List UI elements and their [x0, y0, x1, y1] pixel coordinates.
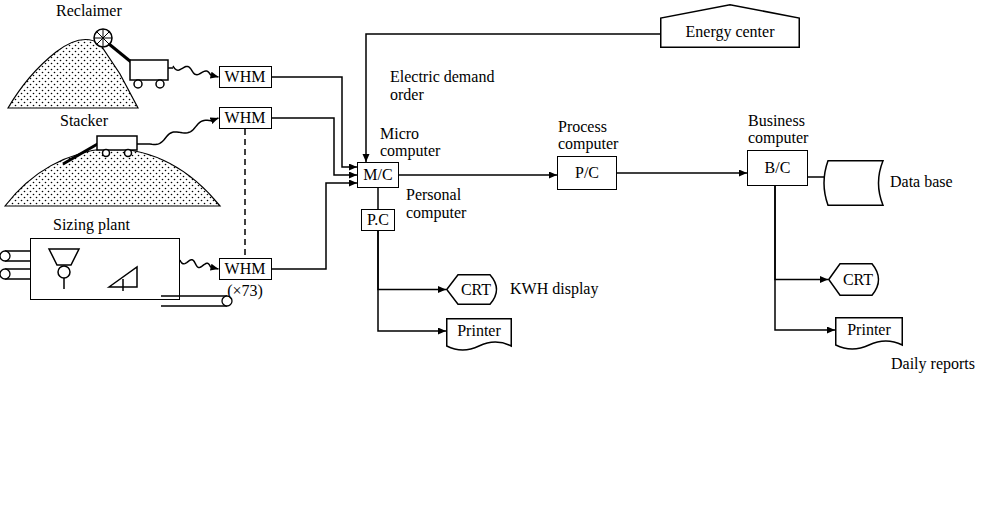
heading-label: Reclaimer [56, 2, 122, 20]
sizing-plant-box-drawing-part [122, 279, 124, 291]
sizing-plant-box-drawing-part [63, 278, 65, 289]
computer-box: Process computerP/C [557, 156, 617, 190]
reclaimer-illustration-drawing-part [156, 80, 164, 88]
signal-connector [244, 129, 246, 258]
label-holder: Printer [835, 317, 903, 351]
heading-label: Daily reports [891, 355, 975, 373]
node-label: Energy center [686, 23, 775, 41]
crt-display: CRTKWH display [446, 274, 502, 305]
printer-symbol-drawing-part [447, 319, 512, 350]
label-holder: Energy center [660, 4, 800, 48]
sizing-plant-box-drawing-part [0, 251, 10, 261]
sizing-plant-box-drawing-part [58, 266, 70, 278]
sizing-plant-box-drawing-part [161, 296, 227, 306]
reclaimer-illustration-drawing-part [8, 40, 138, 109]
printer-symbol-drawing-part [836, 318, 903, 349]
reclaimer-illustration-drawing-part [134, 80, 142, 88]
node-label: Printer [847, 321, 891, 339]
signal-connector [272, 183, 358, 269]
stacker-illustration-drawing-part [97, 136, 137, 150]
label-holder: B/C [748, 151, 807, 185]
database-symbol: Data base [822, 160, 884, 206]
node-label: M/C [363, 166, 392, 184]
reclaimer-illustration: Reclaimer [8, 2, 173, 110]
node-label: WHM [225, 68, 266, 86]
label-holder: CRT [446, 274, 502, 305]
label-holder: CRT [828, 263, 884, 296]
sizing-plant-box-drawing-part [0, 269, 10, 279]
signal-connector [775, 186, 835, 330]
computer-box: Personal computerP.C [361, 209, 395, 231]
energy-center-house-drawing-part [661, 5, 800, 48]
cable-connector [173, 66, 219, 77]
heading-label: (×73) [227, 282, 263, 300]
signal-connector [775, 186, 828, 280]
sizing-plant-box-drawing-part [49, 249, 79, 265]
label-holder: P/C [558, 157, 616, 189]
heading-label: Stacker [60, 112, 108, 130]
signal-connector [378, 231, 446, 290]
printer-symbol: Printer [446, 318, 512, 352]
energy-center-house: Energy center [660, 4, 800, 48]
node-label: WHM [225, 109, 266, 127]
heading-label: KWH display [510, 280, 598, 298]
cable-connector [150, 118, 219, 145]
reclaimer-illustration-drawing-part [94, 29, 112, 47]
heading-label: Business computer [748, 112, 828, 147]
label-holder: M/C [358, 163, 398, 187]
signal-connector [366, 34, 660, 162]
label-holder: WHM [220, 108, 271, 128]
edge-label: Electric demand order [390, 68, 518, 103]
reclaimer-illustration-drawing-part [130, 60, 168, 80]
computer-box: Business computerB/C [747, 150, 808, 186]
node-label: WHM [225, 260, 266, 278]
label-holder: Printer [446, 318, 512, 352]
watt-hour-meter: WHM [219, 66, 272, 88]
watt-hour-meter: WHM(×73) [219, 258, 272, 280]
heading-label: Personal computer [406, 186, 482, 221]
signal-connector [272, 118, 358, 175]
sizing-plant-box-drawing [31, 239, 179, 299]
label-holder: WHM [220, 67, 271, 87]
printer-symbol: PrinterDaily reports [835, 317, 903, 351]
node-label: P/C [575, 164, 599, 182]
watt-hour-meter: WHM [219, 107, 272, 129]
stacker-illustration-drawing-part [137, 143, 150, 145]
node-label: CRT [843, 271, 873, 289]
signal-connector [272, 77, 358, 167]
stacker-illustration-drawing-part [5, 148, 220, 206]
reclaimer-illustration-drawing-part [94, 29, 112, 47]
database-symbol-drawing-part [824, 161, 883, 206]
computer-box: Micro computerM/C [357, 162, 399, 188]
sizing-plant-box: Sizing plant [30, 238, 180, 300]
database-symbol-drawing [822, 160, 884, 206]
reclaimer-illustration-drawing-part [168, 67, 173, 69]
heading-label: Data base [890, 173, 953, 191]
stacker-illustration-drawing-part [63, 142, 101, 164]
label-holder: WHM [220, 259, 271, 279]
node-label: B/C [765, 159, 791, 177]
heading-label: Micro computer [380, 125, 452, 160]
signal-connector [377, 188, 379, 209]
crt-display-drawing-part [447, 275, 497, 305]
heading-label: Sizing plant [53, 216, 130, 234]
label-holder: P.C [362, 210, 394, 230]
node-label: Printer [457, 322, 501, 340]
crt-display: CRT [828, 263, 884, 296]
signal-connector [617, 172, 747, 174]
signal-connector [808, 176, 824, 178]
crt-display-drawing-part [829, 264, 879, 296]
heading-label: Process computer [558, 118, 630, 153]
stacker-illustration-drawing-part [125, 150, 132, 157]
stacker-illustration: Stacker [5, 112, 150, 208]
signal-connector [378, 231, 446, 331]
node-label: CRT [461, 281, 491, 299]
signal-connector [399, 174, 557, 176]
cable-connector [180, 260, 219, 269]
node-label: P.C [367, 211, 389, 229]
stacker-illustration-drawing-part [103, 150, 110, 157]
